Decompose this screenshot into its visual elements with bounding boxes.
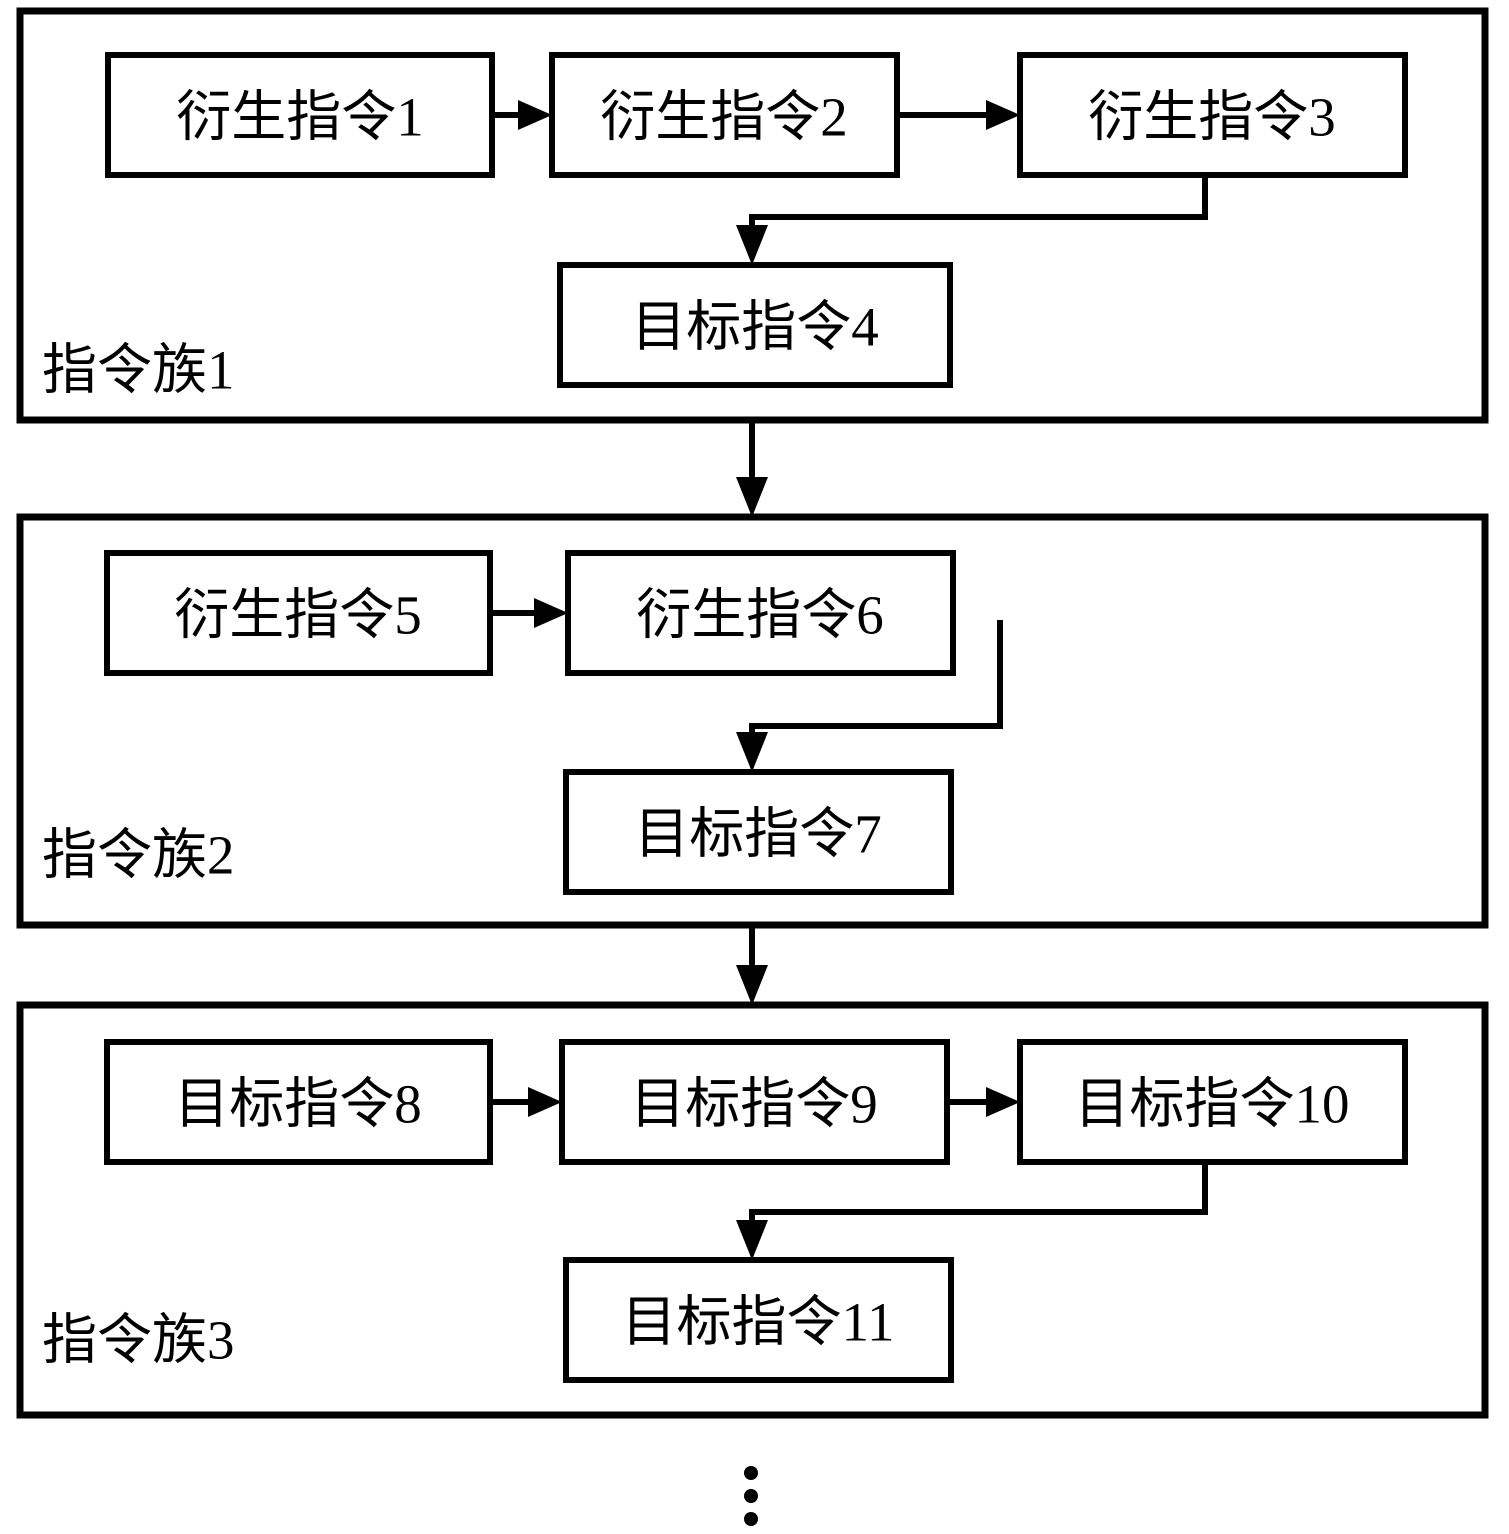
node-5-label: 衍生指令5 xyxy=(174,585,422,646)
group-3-frame xyxy=(16,1001,1489,1419)
node-7-box[interactable] xyxy=(563,769,954,895)
node-3-label: 衍生指令3 xyxy=(1088,87,1336,148)
node-1-box[interactable] xyxy=(105,52,495,178)
node-11-label: 目标指令11 xyxy=(622,1292,895,1353)
node-10-label: 目标指令10 xyxy=(1074,1074,1349,1135)
group-instruction-family-1: 指令族1 衍生指令1 衍生指令2 衍生指令3 目标指令4 xyxy=(16,7,1489,424)
node-7-label: 目标指令7 xyxy=(634,804,882,865)
node-8-label: 目标指令8 xyxy=(174,1074,422,1135)
arrow-group2-to-group3 xyxy=(736,925,768,1005)
node-derived-instruction-6[interactable]: 衍生指令6 xyxy=(565,550,956,676)
node-target-instruction-10[interactable]: 目标指令10 xyxy=(1017,1039,1408,1165)
node-target-instruction-9[interactable]: 目标指令9 xyxy=(559,1039,950,1165)
node-4-box[interactable] xyxy=(557,262,953,388)
node-10-box[interactable] xyxy=(1017,1039,1408,1165)
node-5-box[interactable] xyxy=(104,550,493,676)
node-2-label: 衍生指令2 xyxy=(600,87,848,148)
group-1-label: 指令族1 xyxy=(42,340,235,401)
arrow-node8-to-node9 xyxy=(490,1087,562,1117)
node-derived-instruction-5[interactable]: 衍生指令5 xyxy=(104,550,493,676)
arrow-node2-to-node3 xyxy=(897,100,1020,130)
node-target-instruction-7[interactable]: 目标指令7 xyxy=(563,769,954,895)
node-1-label: 衍生指令1 xyxy=(176,87,424,148)
arrow-group1-to-group2 xyxy=(736,420,768,517)
group-3-label: 指令族3 xyxy=(42,1310,235,1371)
node-target-instruction-11[interactable]: 目标指令11 xyxy=(563,1257,954,1383)
arrow-node1-to-node2 xyxy=(492,100,552,130)
vertical-ellipsis-icon xyxy=(744,1466,758,1526)
node-target-instruction-8[interactable]: 目标指令8 xyxy=(104,1039,493,1165)
arrow-node6-to-node7 xyxy=(736,620,1003,772)
node-derived-instruction-2[interactable]: 衍生指令2 xyxy=(549,52,900,178)
node-4-label: 目标指令4 xyxy=(631,297,879,358)
group-instruction-family-2: 指令族2 衍生指令5 衍生指令6 目标指令7 xyxy=(16,513,1489,929)
group-2-label: 指令族2 xyxy=(42,825,235,886)
node-target-instruction-4[interactable]: 目标指令4 xyxy=(557,262,953,388)
group-instruction-family-3: 指令族3 目标指令8 目标指令9 目标指令10 目标指令11 xyxy=(16,1001,1489,1419)
node-9-label: 目标指令9 xyxy=(630,1074,878,1135)
node-derived-instruction-3[interactable]: 衍生指令3 xyxy=(1017,52,1408,178)
node-derived-instruction-1[interactable]: 衍生指令1 xyxy=(105,52,495,178)
node-2-box[interactable] xyxy=(549,52,900,178)
arrow-node3-to-node4 xyxy=(736,175,1208,265)
arrow-node9-to-node10 xyxy=(947,1087,1020,1117)
node-9-box[interactable] xyxy=(559,1039,950,1165)
node-3-box[interactable] xyxy=(1017,52,1408,178)
node-11-box[interactable] xyxy=(563,1257,954,1383)
arrow-node5-to-node6 xyxy=(490,598,568,628)
node-6-label: 衍生指令6 xyxy=(636,585,884,646)
arrow-node10-to-node11 xyxy=(736,1162,1208,1260)
